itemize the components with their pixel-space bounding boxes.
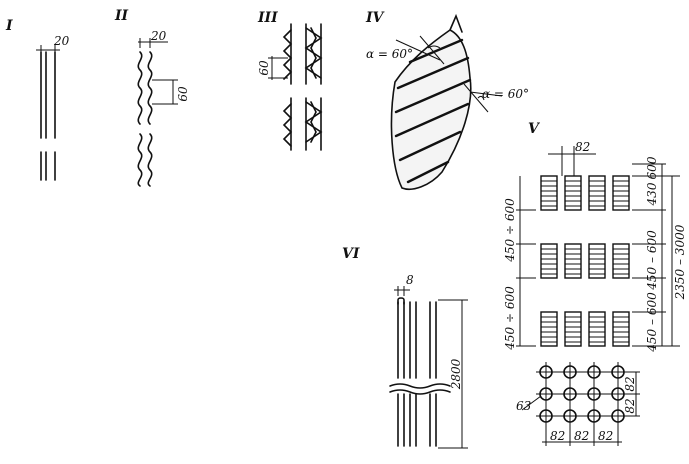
- figure-v-pitch-top: 82: [575, 140, 590, 154]
- figure-vi: VI 8 2800: [342, 246, 468, 449]
- figure-ii: II 20 60: [114, 8, 190, 187]
- figure-v-gap1-dim: 450 ÷ 600: [503, 198, 517, 263]
- figure-v-gap2-dim: 450 ÷ 600: [503, 286, 517, 351]
- figure-iii: III 60: [257, 10, 323, 151]
- figure-v-diameter-dim: 63: [516, 399, 532, 413]
- figure-v-row1-dim: 430: [645, 182, 659, 206]
- figure-iii-label: III: [257, 10, 278, 26]
- figure-v: V 82: [503, 121, 687, 446]
- figure-iv: IV α = 60° α = 60°: [365, 10, 529, 190]
- figure-v-pitch-v2: 82: [623, 398, 637, 413]
- figure-v-pitch-h2: 82: [574, 429, 589, 443]
- figure-v-plan-view: [536, 362, 630, 426]
- figure-iv-angle-a: α = 60°: [366, 47, 413, 61]
- figure-v-pitch-h3: 82: [598, 429, 613, 443]
- figure-ii-label: II: [114, 8, 129, 24]
- figure-ii-gap-dim: 20: [150, 29, 167, 43]
- figure-iii-pitch-dim: 60: [257, 60, 271, 76]
- figure-v-overall-dim: 2350 – 3000: [673, 224, 687, 300]
- figure-v-label: V: [528, 121, 541, 137]
- figure-i-gap-dim: 20: [53, 34, 70, 48]
- figure-v-mid-dim: 450 – 600: [645, 230, 659, 291]
- figure-v-row-2: [540, 243, 630, 279]
- figure-ii-pitch-dim: 60: [176, 86, 190, 102]
- figure-iv-label: IV: [365, 10, 386, 26]
- figure-iv-angle-b: α = 60°: [482, 87, 529, 101]
- figure-i-label: I: [5, 18, 13, 34]
- figure-v-row-1: [540, 175, 630, 211]
- figure-vi-gap-dim: 8: [406, 273, 414, 287]
- figure-v-top-dim: 600: [645, 156, 659, 179]
- figure-i: I 20: [5, 18, 70, 181]
- figure-v-pitch-v1: 82: [623, 376, 637, 391]
- figure-vi-label: VI: [342, 246, 360, 262]
- figure-vi-height-dim: 2800: [449, 358, 463, 390]
- figure-v-pitch-h1: 82: [550, 429, 565, 443]
- figure-v-row3-dim: 450 – 600: [645, 292, 659, 353]
- figure-v-row-3: [540, 311, 630, 347]
